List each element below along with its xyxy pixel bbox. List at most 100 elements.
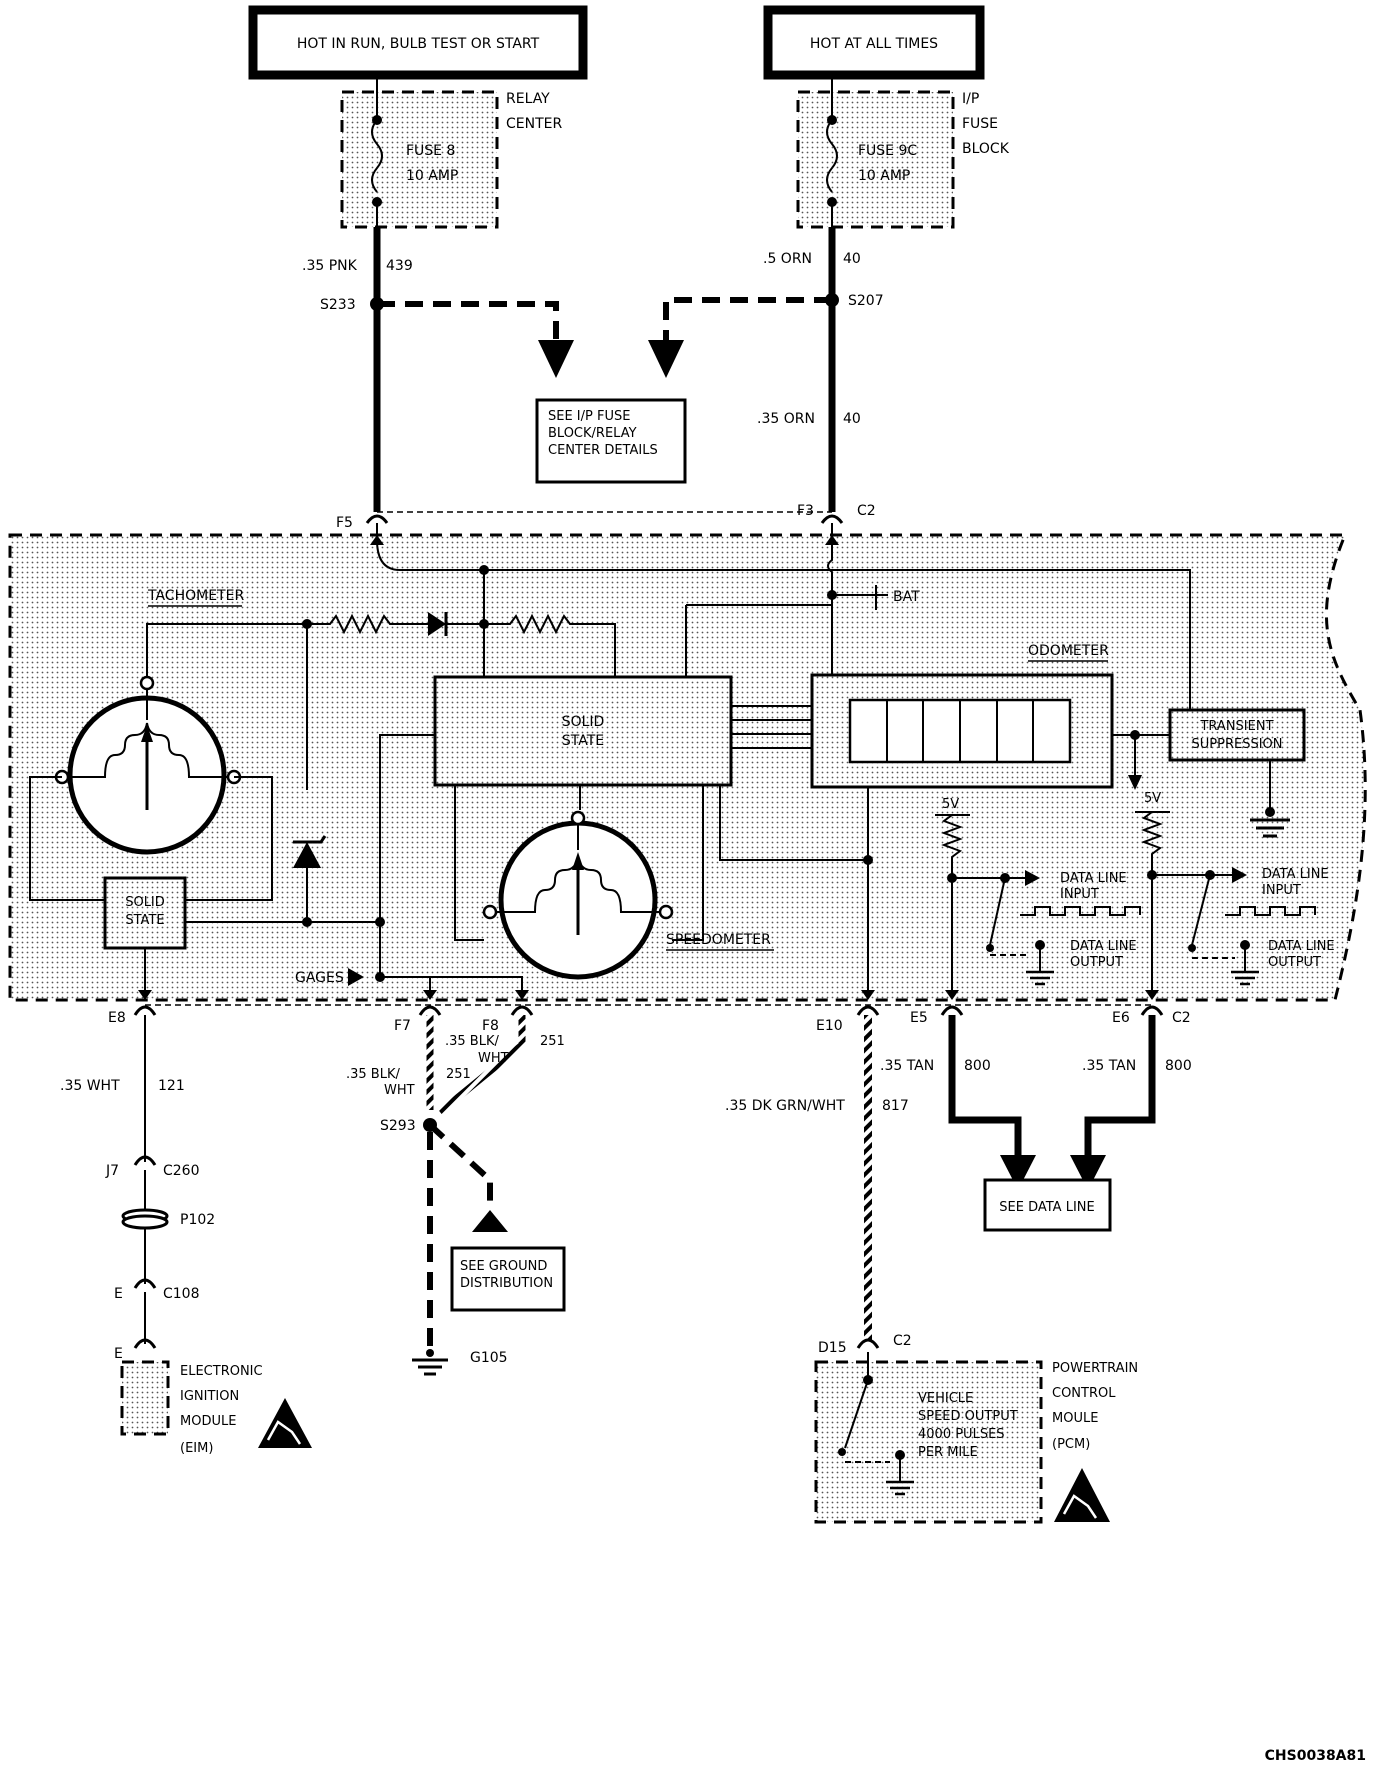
pcm-2: CONTROL bbox=[1052, 1386, 1116, 1401]
conn-e8: E8 bbox=[108, 1010, 126, 1026]
wire-121-circuit: 121 bbox=[158, 1078, 185, 1094]
blk-l-gauge-2: WHT bbox=[384, 1083, 415, 1098]
blk-r-gauge-2: WHT bbox=[478, 1051, 509, 1066]
conn-e10: E10 bbox=[816, 1018, 843, 1034]
pcm-box: VEHICLE SPEED OUTPUT 4000 PULSES PER MIL… bbox=[814, 1352, 1043, 1524]
tach-solid-2: STATE bbox=[125, 913, 164, 928]
conn-c2-bottom: C2 bbox=[1172, 1010, 1191, 1026]
fuse-8-amp: 10 AMP bbox=[406, 168, 458, 184]
pcm-1: POWERTRAIN bbox=[1052, 1361, 1138, 1376]
wire-40-gauge: .5 ORN bbox=[763, 251, 812, 267]
ground-1: SEE GROUND bbox=[460, 1259, 547, 1274]
fuse-block-label-2: FUSE bbox=[962, 116, 998, 132]
v5-right: 5V bbox=[1144, 791, 1161, 806]
speedometer-label: SPEEDOMETER bbox=[666, 932, 771, 948]
grn-gauge: .35 DK GRN/WHT bbox=[725, 1098, 845, 1114]
vso-1: VEHICLE bbox=[918, 1391, 973, 1406]
vso-2: SPEED OUTPUT bbox=[918, 1409, 1018, 1424]
j7-label: J7 bbox=[105, 1163, 119, 1179]
speedometer-gauge bbox=[482, 810, 674, 980]
pcm-4: (PCM) bbox=[1052, 1437, 1090, 1452]
tachometer-label: TACHOMETER bbox=[147, 588, 244, 604]
conn-f8: F8 bbox=[482, 1018, 499, 1034]
dl-input-l2: INPUT bbox=[1060, 887, 1099, 902]
odometer-box bbox=[810, 673, 1114, 789]
transient-1: TRANSIENT bbox=[1199, 719, 1273, 734]
main-solid-1: SOLID bbox=[562, 714, 605, 730]
esd-warning-icon bbox=[258, 1398, 312, 1448]
see-fuse-line3: CENTER DETAILS bbox=[548, 443, 658, 458]
wire-40-circuit: 40 bbox=[843, 251, 861, 267]
see-data-line-box: SEE DATA LINE bbox=[983, 1178, 1112, 1232]
transient-suppression-box: TRANSIENT SUPPRESSION bbox=[1168, 708, 1306, 762]
dl-output-r2: OUTPUT bbox=[1268, 955, 1321, 970]
blk-r-circuit: 251 bbox=[540, 1034, 565, 1049]
ground-2: DISTRIBUTION bbox=[460, 1276, 553, 1291]
see-fuse-line1: SEE I/P FUSE bbox=[548, 409, 630, 424]
fuse-9c-label: FUSE 9C bbox=[858, 143, 917, 159]
conn-f7: F7 bbox=[394, 1018, 411, 1034]
grn-circuit: 817 bbox=[882, 1098, 909, 1114]
conn-c2-top: C2 bbox=[857, 503, 876, 519]
dl-input-r1: DATA LINE bbox=[1262, 867, 1329, 882]
conn-e5: E5 bbox=[910, 1010, 928, 1026]
conn-e6: E6 bbox=[1112, 1010, 1130, 1026]
c108-label: C108 bbox=[163, 1286, 200, 1302]
source-always-label: HOT AT ALL TIMES bbox=[810, 36, 938, 52]
dl-output-l2: OUTPUT bbox=[1070, 955, 1123, 970]
vso-4: PER MILE bbox=[918, 1445, 978, 1460]
blk-r-gauge-1: .35 BLK/ bbox=[445, 1034, 499, 1049]
eim-2: IGNITION bbox=[180, 1389, 239, 1404]
d15-label: D15 bbox=[818, 1340, 847, 1356]
dl-output-r1: DATA LINE bbox=[1268, 939, 1335, 954]
wire-121-gauge: .35 WHT bbox=[60, 1078, 120, 1094]
tan-r-gauge: .35 TAN bbox=[1082, 1058, 1136, 1074]
tach-solid-state-box: SOLID STATE bbox=[103, 876, 187, 950]
gages-label: GAGES bbox=[295, 970, 344, 986]
eim-box: ELECTRONIC IGNITION MODULE (EIM) bbox=[120, 1360, 263, 1456]
tan-r-circuit: 800 bbox=[1165, 1058, 1192, 1074]
v5-left: 5V bbox=[942, 797, 959, 812]
relay-center-box: FUSE 8 10 AMP RELAY CENTER bbox=[340, 75, 562, 229]
wire-40b-circuit: 40 bbox=[843, 411, 861, 427]
c260-label: C260 bbox=[163, 1163, 200, 1179]
eim-3: MODULE bbox=[180, 1414, 236, 1429]
wire-439-circuit: 439 bbox=[386, 258, 413, 274]
pcm-3: MOULE bbox=[1052, 1411, 1098, 1426]
splice-s293-label: S293 bbox=[380, 1118, 416, 1134]
source-run-label: HOT IN RUN, BULB TEST OR START bbox=[297, 36, 540, 52]
fuse-block-box: FUSE 9C 10 AMP I/P FUSE BLOCK bbox=[796, 75, 1010, 229]
blk-l-gauge-1: .35 BLK/ bbox=[346, 1067, 400, 1082]
eim-4: (EIM) bbox=[180, 1441, 213, 1456]
see-ground-box: SEE GROUND DISTRIBUTION bbox=[450, 1246, 566, 1312]
data-line-label: SEE DATA LINE bbox=[999, 1200, 1094, 1215]
p102-label: P102 bbox=[180, 1212, 215, 1228]
c2-pcm-label: C2 bbox=[893, 1333, 912, 1349]
fuse-block-label-3: BLOCK bbox=[962, 141, 1010, 157]
main-solid-state-box: SOLID STATE bbox=[433, 675, 733, 787]
splice-s207-label: S207 bbox=[848, 293, 884, 309]
dl-input-l1: DATA LINE bbox=[1060, 871, 1127, 886]
source-run-box: HOT IN RUN, BULB TEST OR START bbox=[248, 5, 588, 80]
e-label-2: E bbox=[114, 1346, 123, 1362]
tach-solid-1: SOLID bbox=[125, 895, 165, 910]
splice-s233-label: S233 bbox=[320, 297, 356, 313]
g105-label: G105 bbox=[470, 1350, 508, 1366]
eim-1: ELECTRONIC bbox=[180, 1364, 263, 1379]
tan-l-circuit: 800 bbox=[964, 1058, 991, 1074]
dl-input-r2: INPUT bbox=[1262, 883, 1301, 898]
relay-label-2: CENTER bbox=[506, 116, 562, 132]
source-always-box: HOT AT ALL TIMES bbox=[763, 5, 985, 80]
fuse-9c-amp: 10 AMP bbox=[858, 168, 910, 184]
wire-40b-gauge: .35 ORN bbox=[757, 411, 815, 427]
see-fuse-block-box: SEE I/P FUSE BLOCK/RELAY CENTER DETAILS bbox=[535, 398, 687, 484]
esd-warning-icon-pcm bbox=[1054, 1468, 1110, 1522]
conn-f5: F5 bbox=[336, 515, 353, 531]
fuse-block-label-1: I/P bbox=[962, 91, 979, 107]
figure-id: CHS0038A81 bbox=[1265, 1748, 1366, 1764]
odometer-label: ODOMETER bbox=[1028, 643, 1109, 659]
see-fuse-line2: BLOCK/RELAY bbox=[548, 426, 637, 441]
tan-l-gauge: .35 TAN bbox=[880, 1058, 934, 1074]
main-solid-2: STATE bbox=[562, 733, 604, 749]
